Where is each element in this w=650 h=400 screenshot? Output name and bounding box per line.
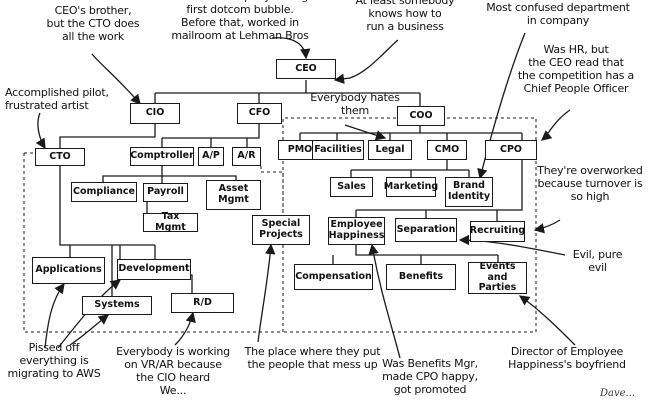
facilities-box: Facilities <box>312 140 364 160</box>
comptroller-box: Comptroller <box>130 147 194 166</box>
legal-box: Legal <box>368 140 412 160</box>
cmo-box: CMO <box>427 140 467 160</box>
tax-mgmt-box: Tax Mgmt <box>143 211 198 232</box>
artist-signature: Dave... <box>600 388 636 399</box>
benefits-box: Benefits <box>386 264 456 290</box>
cpo-box: CPO <box>485 140 537 160</box>
note-ceo-brother: CEO's brother, but the CTO does all the … <box>46 4 140 43</box>
events-parties-box: Events and Parties <box>468 261 527 294</box>
cio-box: CIO <box>130 103 180 124</box>
payroll-box: Payroll <box>143 183 188 202</box>
recruiting-box: Recruiting <box>470 221 525 242</box>
cfo-box: CFO <box>237 103 282 124</box>
pmo-box: PMO <box>278 140 322 160</box>
employee-happiness-box: Employee Happiness <box>328 217 385 245</box>
note-overworked: They're overworked because turnover is s… <box>537 164 643 203</box>
asset-mgmt-box: Asset Mgmt <box>206 180 261 210</box>
note-most-confused: Most confused department in company <box>486 1 630 27</box>
cto-box: CTO <box>35 148 85 166</box>
note-vr-ar: Everybody is working on VR/AR because th… <box>116 345 230 397</box>
note-evil: Evil, pure evil <box>572 248 623 274</box>
note-at-least: At least somebody knows how to run a bus… <box>355 0 455 33</box>
ap-box: A/P <box>198 147 224 166</box>
note-pissed-off: Pissed off everything is migrating to AW… <box>7 341 101 380</box>
ar-box: A/R <box>232 147 261 166</box>
sales-box: Sales <box>330 177 373 197</box>
note-was-benefits: Was Benefits Mgr, made CPO happy, got pr… <box>382 357 478 396</box>
marketing-box: Marketing <box>384 177 438 197</box>
development-box: Development <box>117 259 191 280</box>
systems-box: Systems <box>82 296 152 315</box>
note-everybody-hates: Everybody hates them <box>310 91 400 117</box>
applications-box: Applications <box>32 257 105 284</box>
brand-identity-box: Brand Identity <box>445 177 493 207</box>
special-projects-box: Special Projects <box>252 215 310 245</box>
ceo-box: CEO <box>276 59 336 79</box>
note-was-hr: Was HR, but the CEO read that the compet… <box>517 43 635 95</box>
note-director: Director of Employee Happiness's boyfrie… <box>508 345 626 371</box>
rd-box: R/D <box>171 293 234 313</box>
compliance-box: Compliance <box>71 182 137 202</box>
note-place-where: The place where they put the people that… <box>244 345 381 371</box>
note-founded: Founded company during first dotcom bubb… <box>171 0 309 42</box>
note-pilot: Accomplished pilot, frustrated artist <box>5 86 109 112</box>
compensation-box: Compensation <box>294 264 373 290</box>
separation-box: Separation <box>395 218 457 242</box>
coo-box: COO <box>397 106 445 126</box>
